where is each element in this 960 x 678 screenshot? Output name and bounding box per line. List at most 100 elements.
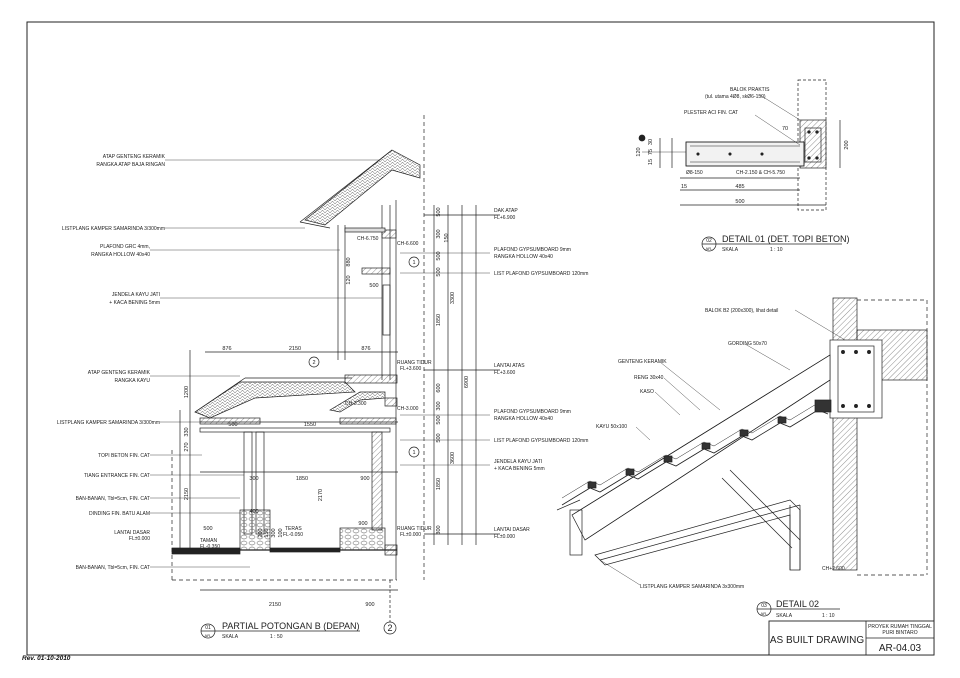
label-plafond-grc: PLAFOND GRC 4mm, xyxy=(100,244,150,250)
label-dak-atap: DAK ATAP xyxy=(494,208,518,214)
dim-2150-bottom: 2150 xyxy=(269,602,281,608)
det02-ch: CH+2.600 xyxy=(822,566,845,572)
det01-dim-120: 120 xyxy=(636,147,642,156)
dim-880: 880 xyxy=(346,257,352,266)
dim-500-upper-b: 500 xyxy=(436,267,442,276)
label-lantai-atas: LANTAI ATAS xyxy=(494,363,525,369)
label-fl-0350: FL-0.350 xyxy=(200,544,220,550)
dim-500-topi: 500 xyxy=(228,422,237,428)
section-scale-label: SKALA xyxy=(222,634,239,640)
det01-tulangan: (tul. utama 4Ø8, skØ6-150) xyxy=(705,94,766,100)
label-fl-0000-inline: FL±0.000 xyxy=(400,532,421,538)
dim-150-upper: 150 xyxy=(444,233,450,242)
label-kaca-upper: + KACA BENING 5mm xyxy=(109,300,160,306)
dim-500-taman: 500 xyxy=(203,526,212,532)
section-number: 01 xyxy=(205,625,211,631)
label-listplang-upper: LISTPLANG KAMPER SAMARINDA 3/300mm xyxy=(62,226,165,232)
dim-500-top: 500 xyxy=(436,207,442,216)
detail02-drawing xyxy=(556,297,928,586)
det02-listplang: LISTPLANG KAMPER SAMARINDA 3x300mm xyxy=(640,584,744,590)
label-ch-6600: CH-6.600 xyxy=(397,241,419,247)
det02-gording: GORDING 50x70 xyxy=(728,341,767,347)
label-ban-banan-bottom: BAN-BANAN, Tbl=5cm, FIN. CAT xyxy=(76,565,150,571)
detail01-title-block: 02 AR- DETAIL 01 (DET. TOPI BETON) SKALA… xyxy=(701,234,850,253)
label-jendela-lower: JENDELA KAYU JATI xyxy=(494,459,542,465)
detail01-drawing xyxy=(638,79,841,211)
label-hollow-upper: RANGKA HOLLOW 40x40 xyxy=(494,254,553,260)
dim-300-lower: 300 xyxy=(436,401,442,410)
dim-300-bottom: 300 xyxy=(436,525,442,534)
label-lantai-dasar-left: LANTAI DASAR xyxy=(114,530,150,536)
label-lantai-dasar-right: LANTAI DASAR xyxy=(494,527,530,533)
section-title-block: 01 AR- PARTIAL POTONGAN B (DEPAN) SKALA … xyxy=(200,621,360,640)
label-rangka-hollow: RANGKA HOLLOW 40x40 xyxy=(91,252,150,258)
title-block: AS BUILT DRAWING PROYEK RUMAH TINGGAL PU… xyxy=(768,620,935,656)
dim-900-mid: 900 xyxy=(360,476,369,482)
label-ban-banan: BAN-BANAN, Tbl=5cm, FIN. CAT xyxy=(76,496,150,502)
det01-besi: Ø8-150 xyxy=(686,170,703,176)
dim-120: 120 xyxy=(346,275,352,284)
det02-scale-value: 1 : 10 xyxy=(822,613,835,619)
det01-plester: PLESTER ACI FIN. CAT xyxy=(684,110,738,116)
dim-400: 400 xyxy=(249,509,258,515)
grid-marker-mid: 2 xyxy=(312,360,315,366)
det01-title: DETAIL 01 (DET. TOPI BETON) xyxy=(722,234,850,244)
sheet-number: AR-04.03 xyxy=(879,643,922,654)
dim-270: 270 xyxy=(184,442,190,451)
section-dimensions: 876 2150 876 500 1200 330 270 500 1550 3… xyxy=(184,207,470,608)
dim-876-right: 876 xyxy=(361,346,370,352)
label-ch-6750: CH-6.750 xyxy=(357,236,379,242)
dim-500-lower-a: 500 xyxy=(436,415,442,424)
label-ch-3000: CH-3.000 xyxy=(397,406,419,412)
dim-300-col: 300 xyxy=(249,476,258,482)
label-list-plafond-upper: LIST PLAFOND GYPSUMBOARD 120mm xyxy=(494,271,588,277)
grid-marker-lower: 1 xyxy=(412,450,415,456)
dim-330: 330 xyxy=(184,427,190,436)
det01-dim-15: 15 xyxy=(648,159,654,165)
dim-500-upper-a: 500 xyxy=(436,251,442,260)
label-ruang-tidur-upper: RUANG TIDUR xyxy=(397,360,432,366)
section-left-labels: ATAP GENTENG KERAMIK RANGKA ATAP BAJA RI… xyxy=(57,154,166,571)
section-sheet-ref: AR- xyxy=(205,633,213,638)
dim-1850-upper: 1850 xyxy=(436,314,442,326)
label-fl-0050: FL-0.050 xyxy=(283,532,303,538)
det02-genteng: GENTENG KERAMIK xyxy=(618,359,667,365)
label-topi-beton: TOPI BETON FIN. CAT xyxy=(98,453,150,459)
dim-2150-left: 2150 xyxy=(184,488,190,500)
label-ruang-tidur-lower: RUANG TIDUR xyxy=(397,526,432,532)
dim-100-base: 100 xyxy=(278,528,284,537)
label-dinding-batu: DINDING FIN. BATU ALAM xyxy=(89,511,150,517)
det01-ch: CH-2.150 & CH-5.750 xyxy=(736,170,785,176)
det01-dim-485: 485 xyxy=(735,184,744,190)
label-atap-genteng-lower: ATAP GENTENG KERAMIK xyxy=(88,370,151,376)
label-hollow-lower: RANGKA HOLLOW 40x40 xyxy=(494,416,553,422)
label-taman: TAMAN xyxy=(200,538,218,544)
label-rangka-kayu: RANGKA KAYU xyxy=(115,378,151,384)
det01-dim-30: 30 xyxy=(648,139,654,145)
det01-scale-value: 1 : 10 xyxy=(770,247,783,253)
section-drawing xyxy=(150,115,500,635)
dim-876-left: 876 xyxy=(222,346,231,352)
grid-marker-upper: 1 xyxy=(412,260,415,266)
label-list-plafond-lower: LIST PLAFOND GYPSUMBOARD 120mm xyxy=(494,438,588,444)
detail01-labels: BALOK PRAKTIS (tul. utama 4Ø8, skØ6-150)… xyxy=(636,87,850,205)
det02-balok-b2: BALOK B2 (200x300), lihat detail xyxy=(705,308,778,314)
dim-900-teras: 900 xyxy=(358,521,367,527)
dim-600: 600 xyxy=(436,383,442,392)
label-tiang-entrance: TIANG ENTRANCE FIN. CAT xyxy=(84,473,150,479)
label-fl-6900: FL+6.900 xyxy=(494,215,515,221)
project-name-line2: PURI BINTARO xyxy=(882,630,917,636)
det01-dim-200: 200 xyxy=(844,140,850,149)
label-fl-left: FL±0.000 xyxy=(129,536,150,542)
revision-note: Rev. 01-10-2010 xyxy=(22,655,71,662)
det01-sheet-ref: AR- xyxy=(706,246,714,251)
detail02-title-block: 03 AR- DETAIL 02 SKALA 1 : 10 xyxy=(756,599,840,619)
label-fl-3600: FL+3.600 xyxy=(494,370,515,376)
det01-balok-praktis: BALOK PRAKTIS xyxy=(730,87,770,93)
label-rangka-baja: RANGKA ATAP BAJA RINGAN xyxy=(96,162,165,168)
dim-6900: 6900 xyxy=(464,376,470,388)
dim-500-window: 500 xyxy=(369,283,378,289)
section-inline-labels: CH-6.750 CH-6.600 RUANG TIDUR FL+3.600 C… xyxy=(200,236,432,550)
det02-kayu: KAYU 50x100 xyxy=(596,424,627,430)
